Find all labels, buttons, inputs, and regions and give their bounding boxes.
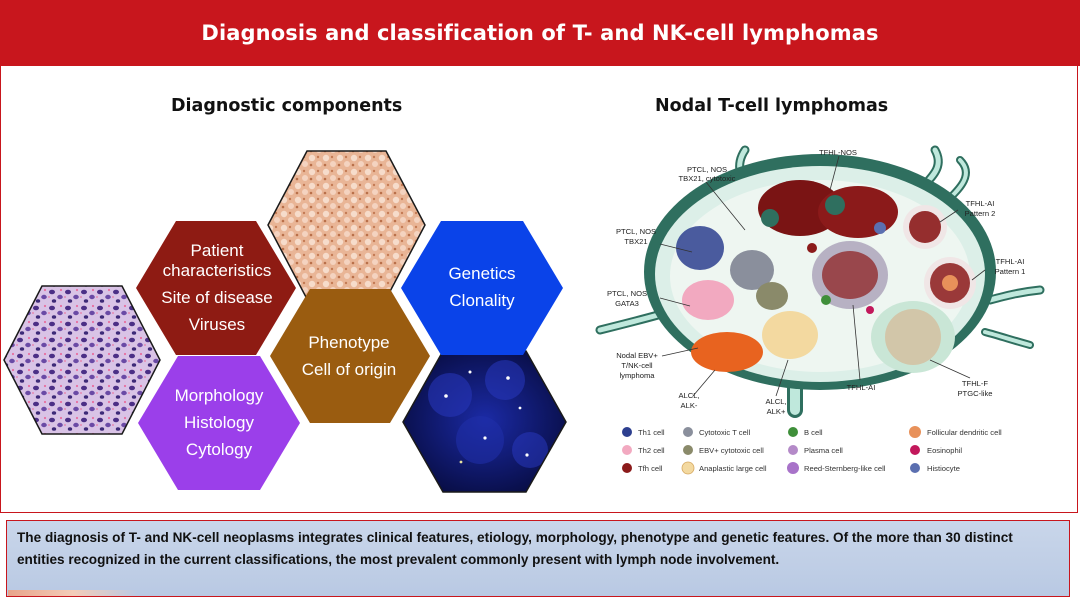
label-alcl-alk-neg-1: ALCL, [678, 391, 699, 400]
legend-label-ebv: EBV+ cytotoxic cell [699, 446, 764, 455]
label-alcl-alk-pos-1: ALCL, [765, 397, 786, 406]
fish-image-hexagon [403, 351, 566, 492]
label-ebv-2: T/NK-cell [621, 361, 653, 370]
patient-line-4: Viruses [189, 315, 245, 334]
legend-label-tfh: Tfh cell [638, 464, 663, 473]
genetics-hexagon [401, 221, 563, 355]
label-ptcl-tbx21-1: PTCL, NOS [616, 227, 656, 236]
decorative-strip [8, 590, 138, 596]
label-ebv-3: lymphoma [619, 371, 655, 380]
label-ebv-1: Nodal EBV+ [616, 351, 658, 360]
label-alcl-alk-pos-2: ALK+ [767, 407, 786, 416]
legend-swatch-reed-sternberg [787, 462, 799, 474]
title-bar: Diagnosis and classification of T- and N… [0, 0, 1080, 66]
phenotype-line-2: Cell of origin [302, 360, 397, 379]
lymph-node-illustration [595, 145, 1045, 418]
legend-label-fdc: Follicular dendritic cell [927, 428, 1002, 437]
label-tfhl-ai: TFHL-AI [847, 383, 876, 392]
legend-swatch-tfh [622, 463, 632, 473]
patient-line-1: Patient [191, 241, 244, 260]
label-tfhl-f-2: PTGC-like [957, 389, 992, 398]
content-panel [0, 66, 1078, 513]
label-ptcl-gata3-1: PTCL, NOS [607, 289, 647, 298]
patient-line-2: characteristics [163, 261, 272, 280]
patient-characteristics-hexagon [136, 221, 296, 355]
label-alcl-alk-neg-2: ALK- [681, 401, 698, 410]
label-tfhl-f-1: TFHL-F [962, 379, 989, 388]
legend-label-eosinophil: Eosinophil [927, 446, 962, 455]
label-ptcl-tbx21-2: TBX21 [624, 237, 647, 246]
legend-swatch-histiocyte [910, 463, 920, 473]
legend-label-cytotoxic: Cytotoxic T cell [699, 428, 751, 437]
legend-swatch-th2 [622, 445, 632, 455]
phenotype-hexagon [270, 289, 430, 423]
legend-swatch-ebv [683, 445, 693, 455]
label-ptcl-gata3-2: GATA3 [615, 299, 639, 308]
label-leader-lines [659, 155, 986, 397]
cell-legend: Th1 cell Cytotoxic T cell B cell Follicu… [622, 426, 1002, 475]
legend-label-th2: Th2 cell [638, 446, 665, 455]
legend-label-histiocyte: Histiocyte [927, 464, 960, 473]
genetics-line-1: Genetics [448, 264, 515, 283]
nodal-lymphomas-heading: Nodal T-cell lymphomas [655, 96, 889, 116]
legend-swatch-plasma [788, 445, 798, 455]
legend-label-reed-sternberg: Reed-Sternberg-like cell [804, 464, 886, 473]
legend-label-th1: Th1 cell [638, 428, 665, 437]
legend-swatch-eosinophil [910, 445, 920, 455]
label-ptcl-cytotoxic-1: PTCL, NOS [687, 165, 727, 174]
legend-label-bcell: B cell [804, 428, 823, 437]
legend-swatch-fdc [909, 426, 921, 438]
label-tfhl-ai-p2-1: TFHL-AI [966, 199, 995, 208]
legend-swatch-th1 [622, 427, 632, 437]
legend-label-anaplastic: Anaplastic large cell [699, 464, 767, 473]
label-tfhl-ai-p2-2: Pattern 2 [965, 209, 996, 218]
legend-label-plasma: Plasma cell [804, 446, 843, 455]
caption-box: The diagnosis of T- and NK-cell neoplasm… [6, 520, 1070, 597]
label-tfhl-ai-p1-1: TFHL-AI [996, 257, 1025, 266]
patient-line-3: Site of disease [161, 288, 273, 307]
legend-swatch-cytotoxic [683, 427, 693, 437]
morphology-line-2: Histology [184, 413, 254, 432]
phenotype-line-1: Phenotype [308, 333, 389, 352]
label-tfhl-nos: TFHL-NOS [819, 148, 857, 157]
caption-text: The diagnosis of T- and NK-cell neoplasm… [17, 530, 1013, 567]
legend-swatch-bcell [788, 427, 798, 437]
legend-swatch-anaplastic [681, 461, 695, 475]
page-title: Diagnosis and classification of T- and N… [201, 21, 879, 45]
morphology-line-1: Morphology [175, 386, 264, 405]
genetics-line-2: Clonality [449, 291, 515, 310]
label-tfhl-ai-p1-2: Pattern 1 [995, 267, 1026, 276]
diagnostic-components-heading: Diagnostic components [171, 96, 403, 116]
morphology-line-3: Cytology [186, 440, 253, 459]
morphology-hexagon [138, 356, 300, 490]
label-ptcl-cytotoxic-2: TBX21, cytotoxic [679, 174, 736, 183]
